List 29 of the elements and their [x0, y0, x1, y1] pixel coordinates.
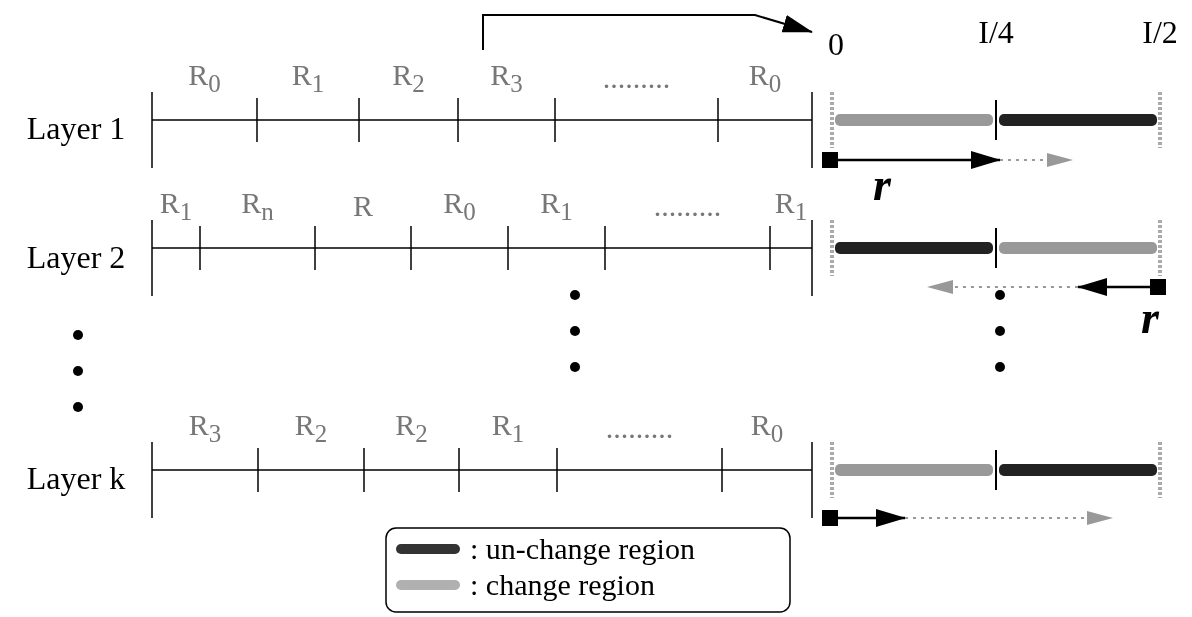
segment-label: .........	[605, 413, 674, 443]
segment-label: R$_{0}$	[750, 410, 784, 446]
segment-label: R$_{1}$	[774, 188, 808, 224]
segment-label: R$_{1}$	[540, 188, 573, 224]
segment-label: R$_{3}$	[490, 60, 523, 96]
segment-label: R$_{2}$	[294, 410, 328, 446]
segment-label: R$_{3}$	[188, 410, 222, 446]
segment-label: R$_{0}$	[188, 60, 221, 96]
legend-text: : un-change region	[470, 532, 695, 565]
axis-label: 0	[828, 28, 844, 60]
segment-label: .........	[653, 191, 722, 221]
segment-label: R$_{1}$	[291, 60, 325, 96]
segment-label: R$_{2}$	[395, 410, 428, 446]
segment-label: R$_{n}$	[241, 188, 274, 224]
variable-label: r	[873, 162, 891, 208]
segment-label: R$_{0}$	[748, 60, 782, 96]
segment-label: .........	[602, 63, 671, 93]
axis-label: I/4	[978, 16, 1014, 48]
segment-label: R$_{1}$	[491, 410, 525, 446]
variable-label: r	[1141, 295, 1159, 341]
segment-label: R$_{0}$	[443, 188, 476, 224]
axis-label: I/2	[1142, 16, 1178, 48]
segment-label: R	[353, 191, 373, 221]
legend-text: : change region	[470, 568, 655, 601]
layer-label: Layer 1	[26, 112, 126, 144]
layer-label: Layer k	[26, 462, 126, 494]
layer-label: Layer 2	[26, 241, 126, 273]
segment-label: R$_{2}$	[392, 60, 425, 96]
segment-label: R$_{1}$	[159, 188, 193, 224]
